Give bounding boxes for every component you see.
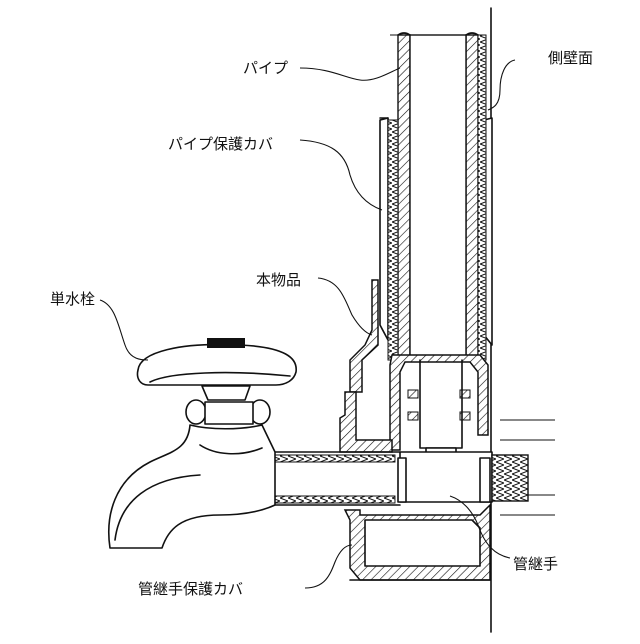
label-faucet: 単水栓 — [50, 290, 95, 308]
fitting-shape — [268, 452, 528, 505]
fitting-cover-shape — [345, 505, 490, 580]
side-wall — [491, 8, 555, 632]
label-pipe-cover: パイプ保護カバ — [168, 135, 273, 153]
label-fitting-cover: 管継手保護カバ — [138, 580, 243, 598]
label-side-wall: 側壁面 — [548, 49, 593, 67]
label-fitting: 管継手 — [513, 555, 558, 573]
label-pipe: パイプ — [243, 59, 288, 77]
label-product: 本物品 — [256, 271, 301, 289]
faucet-shape — [109, 338, 296, 548]
pipe-shape — [388, 33, 486, 360]
